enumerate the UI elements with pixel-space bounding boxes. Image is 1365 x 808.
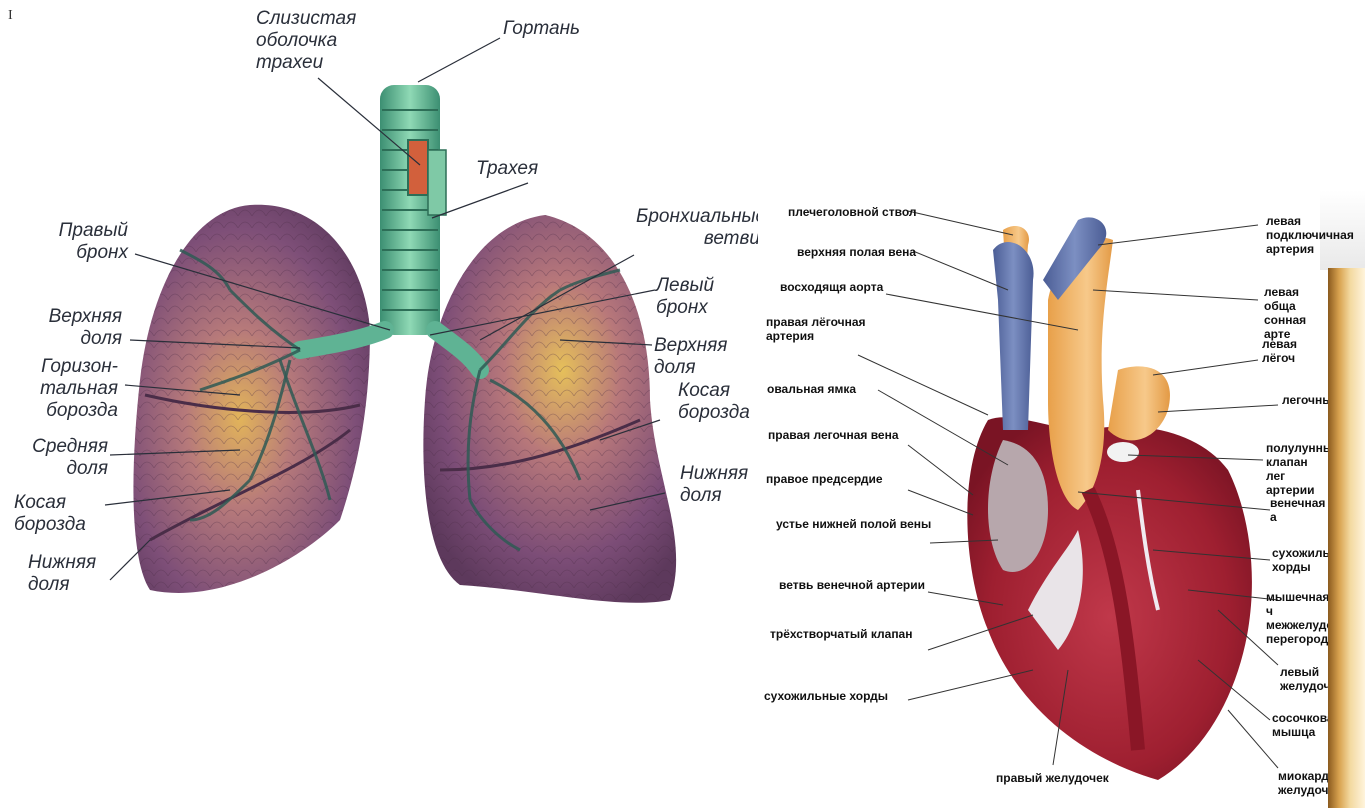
- label-coronary-branch: ветвь венечной артерии: [779, 578, 925, 592]
- label-left-ventricle: левый желудочек: [1280, 665, 1328, 693]
- label-oblique-fissure-right-lung: Косая борозда: [14, 492, 86, 536]
- label-left-bronchus: Левый бронх: [656, 275, 714, 319]
- label-ascending-aorta: восходящя аорта: [780, 280, 883, 294]
- label-oblique-fissure-left-lung: Косая борозда: [678, 380, 750, 424]
- label-upper-lobe-left-lung: Верхняя доля: [654, 335, 760, 379]
- photo-edge: [1328, 268, 1365, 808]
- label-semilunar-valve: полулунны клапан лег артерии: [1266, 441, 1328, 497]
- label-left-subclavian: левая подключичная артерия: [1266, 214, 1354, 256]
- label-bronchial-branches: Бронхиальные ветви: [636, 206, 760, 250]
- label-ivc-ostium: устье нижней полой вены: [776, 517, 931, 531]
- label-trachea: Трахея: [476, 158, 538, 180]
- label-chordae-tendineae-right: сухожиль хорды: [1272, 546, 1328, 574]
- label-right-pulmonary-vein: правая легочная вена: [768, 428, 899, 442]
- corner-mark: I: [8, 8, 13, 24]
- label-left-common-carotid: левая обща сонная арте: [1264, 285, 1328, 341]
- label-papillary-muscle: сосочкова мышца: [1272, 711, 1328, 739]
- label-horizontal-fissure: Горизон- тальная борозда: [20, 356, 118, 422]
- label-lower-lobe-right-lung: Нижняя доля: [28, 552, 96, 596]
- label-chordae-tendineae-left: сухожильные хорды: [764, 689, 888, 703]
- label-coronary: венечная а: [1270, 496, 1328, 524]
- label-right-ventricle: правый желудочек: [996, 771, 1109, 785]
- label-myocardium: миокард желудоч: [1278, 769, 1328, 797]
- label-brachiocephalic-trunk: плечеголовной ствол: [788, 205, 916, 219]
- label-muscular-septum: мышечная ч межжелудо перегород: [1266, 590, 1328, 646]
- label-right-pulmonary-artery: правая лёгочная артерия: [766, 315, 866, 343]
- label-trachea-mucosa: Слизистая оболочка трахеи: [256, 8, 356, 74]
- label-pulmonary-trunk: легочны: [1282, 393, 1328, 407]
- label-larynx: Гортань: [503, 18, 580, 40]
- label-tricuspid-valve: трёхстворчатый клапан: [770, 627, 912, 641]
- label-right-atrium: правое предсердие: [766, 472, 883, 486]
- label-superior-vena-cava: верхняя полая вена: [797, 245, 916, 259]
- label-left-pulmonary: левая лёгоч: [1262, 337, 1328, 365]
- label-right-bronchus: Правый бронх: [40, 220, 128, 264]
- label-middle-lobe: Средняя доля: [20, 436, 108, 480]
- label-fossa-ovalis: овальная ямка: [767, 382, 856, 396]
- label-upper-lobe-right-lung: Верхняя доля: [30, 306, 122, 350]
- label-lower-lobe-left-lung: Нижняя доля: [680, 463, 748, 507]
